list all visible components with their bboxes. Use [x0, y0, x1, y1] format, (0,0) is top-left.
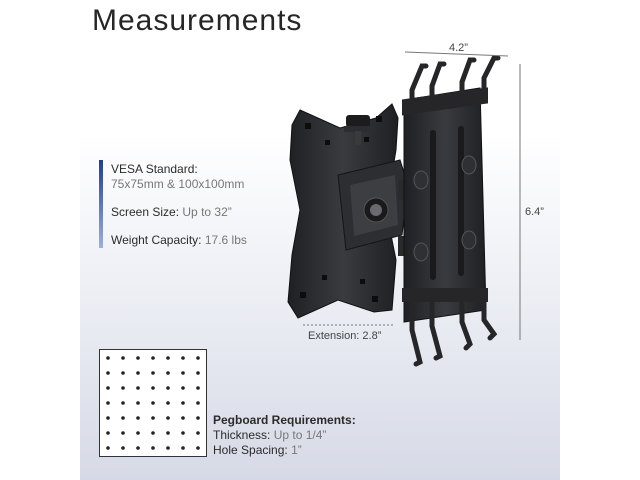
pegboard-hole	[166, 371, 170, 375]
pegboard-hole	[136, 446, 140, 450]
pegboard-hole	[166, 356, 170, 360]
vesa-standard-value: 75x75mm & 100x100mm	[111, 177, 245, 191]
pegboard-hole	[196, 371, 200, 375]
weight-capacity: Weight Capacity: 17.6 lbs	[111, 233, 247, 247]
pegboard-hole	[196, 356, 200, 360]
pegboard-hole	[136, 416, 140, 420]
pegboard-hole	[151, 371, 155, 375]
pegboard-hole	[181, 446, 185, 450]
pegboard-hole	[106, 431, 110, 435]
bottom-hooks	[409, 289, 498, 367]
pegboard-hole	[136, 431, 140, 435]
pegboard-hole	[181, 431, 185, 435]
pegboard-hole	[196, 416, 200, 420]
pegboard-hole	[196, 431, 200, 435]
pegboard-hole	[166, 401, 170, 405]
width-dimension: 4.2”	[449, 42, 468, 54]
pegboard-hole	[196, 446, 200, 450]
pegboard-hole	[121, 371, 125, 375]
pegboard-hole	[181, 401, 185, 405]
pegboard-thickness: Thickness: Up to 1/4”	[213, 428, 327, 442]
pegboard-hole	[106, 386, 110, 390]
pegboard-hole	[181, 356, 185, 360]
pegboard-hole	[106, 401, 110, 405]
swivel-arm	[337, 159, 409, 256]
pegboard-hole	[121, 431, 125, 435]
extension-dimension: Extension: 2.8”	[308, 330, 382, 342]
pegboard-bracket	[402, 87, 488, 323]
screen-size: Screen Size: Up to 32”	[111, 205, 232, 219]
pegboard-hole	[151, 446, 155, 450]
pegboard-hole	[151, 356, 155, 360]
pegboard-heading: Pegboard Requirements:	[213, 413, 356, 427]
pegboard-hole	[196, 386, 200, 390]
pegboard-hole	[151, 401, 155, 405]
pegboard-hole	[106, 446, 110, 450]
pegboard-hole	[136, 356, 140, 360]
spec-list: VESA Standard: 75x75mm & 100x100mm Scree…	[99, 160, 279, 248]
pegboard-hole	[121, 356, 125, 360]
pegboard-hole	[136, 386, 140, 390]
pegboard-requirements: Pegboard Requirements: Thickness: Up to …	[213, 413, 356, 458]
pegboard-hole	[136, 371, 140, 375]
pegboard-hole	[106, 356, 110, 360]
pegboard-hole	[166, 446, 170, 450]
pegboard-hole	[151, 386, 155, 390]
height-dimension: 6.4”	[525, 206, 544, 218]
pegboard-hole	[181, 416, 185, 420]
pegboard-holes	[106, 356, 200, 450]
pegboard-hole	[181, 386, 185, 390]
page-title: Measurements	[92, 4, 303, 37]
pegboard-hole	[121, 446, 125, 450]
pegboard-hole	[106, 416, 110, 420]
pegboard-hole	[151, 431, 155, 435]
pegboard-hole	[166, 386, 170, 390]
pegboard-hole	[106, 371, 110, 375]
pegboard-diagram	[99, 349, 207, 457]
dimension-lines	[303, 51, 521, 340]
pegboard-hole	[166, 431, 170, 435]
pegboard-hole	[166, 416, 170, 420]
pegboard-hole	[196, 401, 200, 405]
pegboard-hole-spacing: Hole Spacing: 1”	[213, 443, 302, 457]
pegboard-hole	[121, 386, 125, 390]
pegboard-hole	[181, 371, 185, 375]
vesa-standard-label: VESA Standard:	[111, 162, 198, 176]
tilt-knob	[344, 115, 372, 145]
pegboard-hole	[136, 401, 140, 405]
pegboard-hole	[121, 416, 125, 420]
pegboard-hole	[151, 416, 155, 420]
pegboard-hole	[121, 401, 125, 405]
top-hooks	[409, 55, 501, 115]
